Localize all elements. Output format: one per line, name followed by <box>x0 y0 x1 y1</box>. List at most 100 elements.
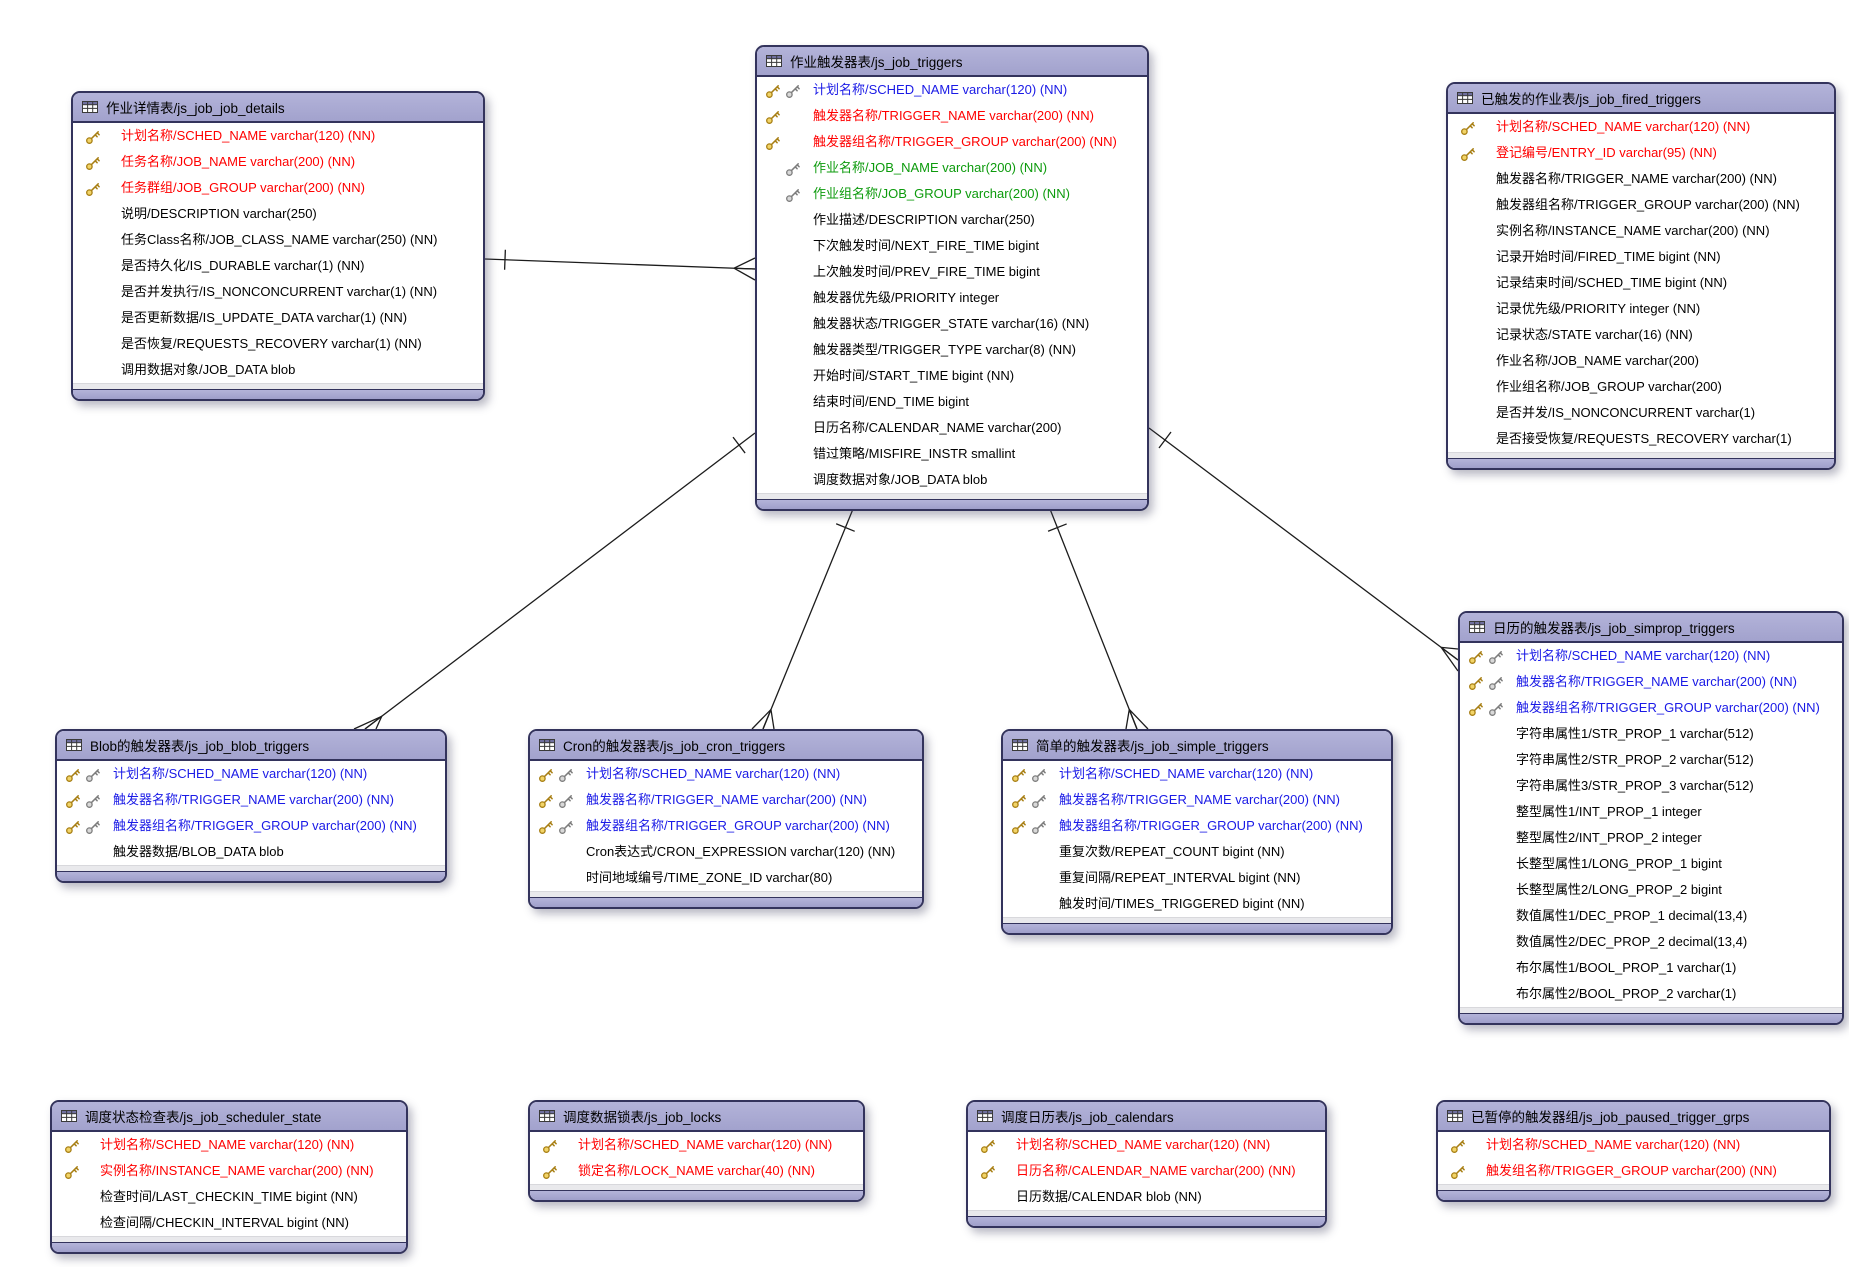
column-row[interactable]: 记录优先级/PRIORITY integer (NN) <box>1448 296 1834 322</box>
relationship-triggers-to-blob[interactable] <box>353 432 756 730</box>
column-row[interactable]: 锁定名称/LOCK_NAME varchar(40) (NN) <box>530 1158 863 1184</box>
column-row[interactable]: 数值属性1/DEC_PROP_1 decimal(13,4) <box>1460 903 1842 929</box>
column-row[interactable]: 计划名称/SCHED_NAME varchar(120) (NN) <box>1460 643 1842 669</box>
column-row[interactable]: 计划名称/SCHED_NAME varchar(120) (NN) <box>530 761 922 787</box>
column-row[interactable]: 任务群组/JOB_GROUP varchar(200) (NN) <box>73 175 483 201</box>
column-row[interactable]: 作业名称/JOB_NAME varchar(200) (NN) <box>757 155 1147 181</box>
column-row[interactable]: 是否接受恢复/REQUESTS_RECOVERY varchar(1) <box>1448 426 1834 452</box>
table-header[interactable]: 调度状态检查表/js_job_scheduler_state <box>52 1102 406 1132</box>
column-row[interactable]: 布尔属性2/BOOL_PROP_2 varchar(1) <box>1460 981 1842 1007</box>
column-row[interactable]: 是否更新数据/IS_UPDATE_DATA varchar(1) (NN) <box>73 305 483 331</box>
table-header[interactable]: 调度日历表/js_job_calendars <box>968 1102 1325 1132</box>
column-row[interactable]: 是否恢复/REQUESTS_RECOVERY varchar(1) (NN) <box>73 331 483 357</box>
column-row[interactable]: 字符串属性1/STR_PROP_1 varchar(512) <box>1460 721 1842 747</box>
column-row[interactable]: 任务名称/JOB_NAME varchar(200) (NN) <box>73 149 483 175</box>
column-row[interactable]: 作业描述/DESCRIPTION varchar(250) <box>757 207 1147 233</box>
column-row[interactable]: 说明/DESCRIPTION varchar(250) <box>73 201 483 227</box>
column-row[interactable]: 触发器数据/BLOB_DATA blob <box>57 839 445 865</box>
relationship-triggers-to-cron[interactable] <box>751 508 855 730</box>
column-row[interactable]: 作业组名称/JOB_GROUP varchar(200) <box>1448 374 1834 400</box>
column-row[interactable]: 实例名称/INSTANCE_NAME varchar(200) (NN) <box>52 1158 406 1184</box>
column-row[interactable]: 触发器状态/TRIGGER_STATE varchar(16) (NN) <box>757 311 1147 337</box>
column-row[interactable]: 调度数据对象/JOB_DATA blob <box>757 467 1147 493</box>
column-row[interactable]: 下次触发时间/NEXT_FIRE_TIME bigint <box>757 233 1147 259</box>
relationship-triggers-to-simple[interactable] <box>1047 508 1149 730</box>
column-row[interactable]: 计划名称/SCHED_NAME varchar(120) (NN) <box>1448 114 1834 140</box>
column-row[interactable]: 计划名称/SCHED_NAME varchar(120) (NN) <box>1003 761 1391 787</box>
column-row[interactable]: 长整型属性1/LONG_PROP_1 bigint <box>1460 851 1842 877</box>
column-row[interactable]: 计划名称/SCHED_NAME varchar(120) (NN) <box>52 1132 406 1158</box>
relationship-details-to-triggers[interactable] <box>484 249 756 281</box>
column-row[interactable]: 日历名称/CALENDAR_NAME varchar(200) (NN) <box>968 1158 1325 1184</box>
table-header[interactable]: 已触发的作业表/js_job_fired_triggers <box>1448 84 1834 114</box>
column-row[interactable]: 布尔属性1/BOOL_PROP_1 varchar(1) <box>1460 955 1842 981</box>
column-row[interactable]: 触发组名称/TRIGGER_GROUP varchar(200) (NN) <box>1438 1158 1829 1184</box>
column-row[interactable]: 数值属性2/DEC_PROP_2 decimal(13,4) <box>1460 929 1842 955</box>
column-row[interactable]: 触发器名称/TRIGGER_NAME varchar(200) (NN) <box>1003 787 1391 813</box>
column-row[interactable]: 重复次数/REPEAT_COUNT bigint (NN) <box>1003 839 1391 865</box>
column-row[interactable]: 登记编号/ENTRY_ID varchar(95) (NN) <box>1448 140 1834 166</box>
column-row[interactable]: 错过策略/MISFIRE_INSTR smallint <box>757 441 1147 467</box>
column-row[interactable]: 记录状态/STATE varchar(16) (NN) <box>1448 322 1834 348</box>
column-row[interactable]: 计划名称/SCHED_NAME varchar(120) (NN) <box>757 77 1147 103</box>
column-row[interactable]: 触发器组名称/TRIGGER_GROUP varchar(200) (NN) <box>757 129 1147 155</box>
column-row[interactable]: 记录结束时间/SCHED_TIME bigint (NN) <box>1448 270 1834 296</box>
column-row[interactable]: 触发器组名称/TRIGGER_GROUP varchar(200) (NN) <box>1003 813 1391 839</box>
column-row[interactable]: 调用数据对象/JOB_DATA blob <box>73 357 483 383</box>
column-row[interactable]: 计划名称/SCHED_NAME varchar(120) (NN) <box>968 1132 1325 1158</box>
table-header[interactable]: 简单的触发器表/js_job_simple_triggers <box>1003 731 1391 761</box>
column-row[interactable]: 日历名称/CALENDAR_NAME varchar(200) <box>757 415 1147 441</box>
relationship-triggers-to-simprop[interactable] <box>1148 427 1459 672</box>
column-row[interactable]: 触发器名称/TRIGGER_NAME varchar(200) (NN) <box>757 103 1147 129</box>
column-row[interactable]: 触发器名称/TRIGGER_NAME varchar(200) (NN) <box>57 787 445 813</box>
column-row[interactable]: 触发器名称/TRIGGER_NAME varchar(200) (NN) <box>1460 669 1842 695</box>
column-row[interactable]: 日历数据/CALENDAR blob (NN) <box>968 1184 1325 1210</box>
column-row[interactable]: 检查时间/LAST_CHECKIN_TIME bigint (NN) <box>52 1184 406 1210</box>
column-row[interactable]: 触发器组名称/TRIGGER_GROUP varchar(200) (NN) <box>1448 192 1834 218</box>
column-row[interactable]: 作业组名称/JOB_GROUP varchar(200) (NN) <box>757 181 1147 207</box>
column-row[interactable]: 计划名称/SCHED_NAME varchar(120) (NN) <box>57 761 445 787</box>
column-row[interactable]: 触发器组名称/TRIGGER_GROUP varchar(200) (NN) <box>530 813 922 839</box>
column-row[interactable]: 整型属性2/INT_PROP_2 integer <box>1460 825 1842 851</box>
column-row[interactable]: 字符串属性2/STR_PROP_2 varchar(512) <box>1460 747 1842 773</box>
table-header[interactable]: 调度数据锁表/js_job_locks <box>530 1102 863 1132</box>
column-row[interactable]: 触发时间/TIMES_TRIGGERED bigint (NN) <box>1003 891 1391 917</box>
table-header[interactable]: Blob的触发器表/js_job_blob_triggers <box>57 731 445 761</box>
column-row[interactable]: 上次触发时间/PREV_FIRE_TIME bigint <box>757 259 1147 285</box>
table-header[interactable]: 已暂停的触发器组/js_job_paused_trigger_grps <box>1438 1102 1829 1132</box>
column-row[interactable]: 记录开始时间/FIRED_TIME bigint (NN) <box>1448 244 1834 270</box>
column-row[interactable]: 结束时间/END_TIME bigint <box>757 389 1147 415</box>
column-row[interactable]: 重复间隔/REPEAT_INTERVAL bigint (NN) <box>1003 865 1391 891</box>
column-row[interactable]: 是否并发/IS_NONCONCURRENT varchar(1) <box>1448 400 1834 426</box>
column-row[interactable]: 实例名称/INSTANCE_NAME varchar(200) (NN) <box>1448 218 1834 244</box>
column-row[interactable]: 是否持久化/IS_DURABLE varchar(1) (NN) <box>73 253 483 279</box>
column-row[interactable]: 计划名称/SCHED_NAME varchar(120) (NN) <box>1438 1132 1829 1158</box>
column-row[interactable]: 任务Class名称/JOB_CLASS_NAME varchar(250) (N… <box>73 227 483 253</box>
column-row[interactable]: 触发器名称/TRIGGER_NAME varchar(200) (NN) <box>1448 166 1834 192</box>
column-row[interactable]: 触发器优先级/PRIORITY integer <box>757 285 1147 311</box>
column-row[interactable]: 是否并发执行/IS_NONCONCURRENT varchar(1) (NN) <box>73 279 483 305</box>
column-row[interactable]: 字符串属性3/STR_PROP_3 varchar(512) <box>1460 773 1842 799</box>
column-row[interactable]: 检查间隔/CHECKIN_INTERVAL bigint (NN) <box>52 1210 406 1236</box>
column-row[interactable]: 计划名称/SCHED_NAME varchar(120) (NN) <box>530 1132 863 1158</box>
column-row[interactable]: 触发器组名称/TRIGGER_GROUP varchar(200) (NN) <box>57 813 445 839</box>
column-row[interactable]: 开始时间/START_TIME bigint (NN) <box>757 363 1147 389</box>
column-row[interactable]: 触发器类型/TRIGGER_TYPE varchar(8) (NN) <box>757 337 1147 363</box>
column-row[interactable]: 触发器组名称/TRIGGER_GROUP varchar(200) (NN) <box>1460 695 1842 721</box>
column-row[interactable]: 整型属性1/INT_PROP_1 integer <box>1460 799 1842 825</box>
column-row[interactable]: 作业名称/JOB_NAME varchar(200) <box>1448 348 1834 374</box>
column-row[interactable]: 触发器名称/TRIGGER_NAME varchar(200) (NN) <box>530 787 922 813</box>
column-row[interactable]: 计划名称/SCHED_NAME varchar(120) (NN) <box>73 123 483 149</box>
table-header[interactable]: Cron的触发器表/js_job_cron_triggers <box>530 731 922 761</box>
